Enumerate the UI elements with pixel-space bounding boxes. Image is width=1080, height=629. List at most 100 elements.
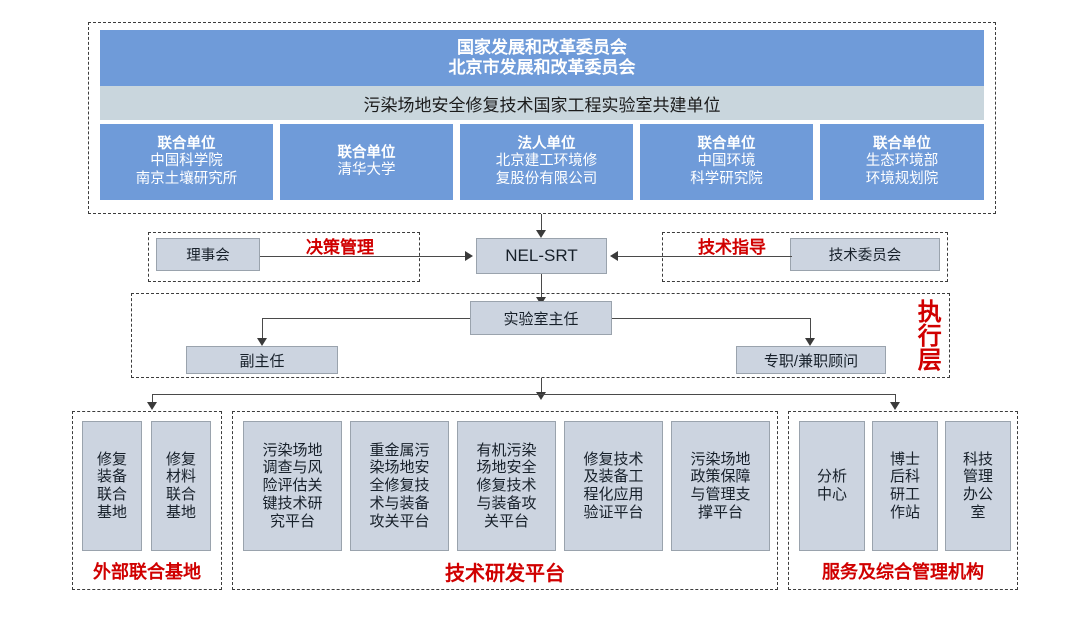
connector-council-to-nelsrt xyxy=(260,256,467,258)
external-base-item-0-line-3: 基地 xyxy=(96,503,127,521)
external-base-group xyxy=(72,411,222,590)
unit-box-0: 联合单位 中国科学院 南京土壤研究所 xyxy=(100,124,273,200)
joint-construction-band: 污染场地安全修复技术国家工程实验室共建单位 xyxy=(100,86,984,120)
rd-platform-item-4-line-1: 政策保障 xyxy=(690,468,751,486)
top-level-group xyxy=(88,22,996,214)
director-split-bar xyxy=(262,318,470,320)
lab-director-box: 实验室主任 xyxy=(470,301,612,335)
unit-name-4-line-1: 生态环境部 xyxy=(865,153,939,170)
unit-role-0: 联合单位 xyxy=(157,136,216,153)
unit-role-2: 法人单位 xyxy=(517,136,576,153)
rd-platform-item-3-line-0: 修复技术 xyxy=(583,450,644,468)
executive-layer-label-text: 执行层 xyxy=(913,299,941,371)
rd-platform-item-4-line-2: 与管理支 xyxy=(690,486,751,503)
arrow-to-deputy xyxy=(257,338,267,346)
rd-platform-item-3-line-3: 验证平台 xyxy=(583,503,644,521)
rd-platform-item-1-line-2: 全修复技 xyxy=(369,477,430,495)
rd-platform-item-0-line-4: 究平台 xyxy=(269,512,315,530)
unit-role-4: 联合单位 xyxy=(873,136,931,153)
rd-platform-item-0: 污染场地 调查与风 险评估关 键技术研 究平台 xyxy=(243,421,342,551)
unit-name-3-line-1: 中国环境 xyxy=(697,153,756,170)
executive-layer-group xyxy=(131,293,950,378)
unit-name-2-line-2: 复股份有限公司 xyxy=(495,170,598,187)
rd-platform-item-3: 修复技术 及装备工 程化应用 验证平台 xyxy=(564,421,663,551)
connector-topgroup-to-nelsrt xyxy=(541,214,543,231)
unit-name-2-line-1: 北京建工环境修 xyxy=(495,153,598,170)
director-split-bar-right xyxy=(612,318,811,320)
external-base-item-0-line-0: 修复 xyxy=(96,450,127,468)
deputy-director-label: 副主任 xyxy=(239,352,285,370)
rd-platform-item-4-line-3: 撑平台 xyxy=(697,503,743,521)
external-base-item-1-line-1: 材料 xyxy=(165,468,196,486)
unit-name-4-line-2: 环境规划院 xyxy=(865,170,939,187)
advisor-label: 专职/兼职顾问 xyxy=(763,352,859,370)
unit-box-1: 联合单位 清华大学 xyxy=(280,124,453,200)
bottom-fanout-right xyxy=(895,394,897,405)
nel-srt-label: NEL-SRT xyxy=(505,246,578,265)
arrow-council-to-nelsrt xyxy=(465,251,473,261)
technical-committee-label: 技术委员会 xyxy=(828,248,902,264)
service-mgmt-item-0-line-0: 分析 xyxy=(816,468,847,486)
external-base-item-0-line-1: 装备 xyxy=(96,468,127,486)
service-mgmt-item-1-line-0: 博士 xyxy=(889,450,920,468)
external-base-item-0-line-2: 联合 xyxy=(96,486,127,503)
decision-management-label: 决策管理 xyxy=(306,237,374,257)
rd-platform-item-2-line-3: 与装备攻 xyxy=(476,494,537,512)
connector-techcommittee-to-nelsrt xyxy=(618,256,792,258)
rd-platform-item-1-line-0: 重金属污 xyxy=(369,441,430,459)
unit-box-4: 联合单位 生态环境部 环境规划院 xyxy=(820,124,984,200)
rd-platform-item-3-line-1: 及装备工 xyxy=(583,468,644,486)
unit-name-0-line-1: 中国科学院 xyxy=(150,153,223,170)
service-mgmt-item-1-line-3: 作站 xyxy=(889,503,920,521)
arrow-to-service-mgmt xyxy=(890,402,900,410)
council-box-label: 理事会 xyxy=(186,248,230,264)
rd-platform-item-2-line-2: 修复技术 xyxy=(476,477,537,495)
rd-platform-item-0-line-0: 污染场地 xyxy=(262,441,323,459)
rd-platform-item-4-line-0: 污染场地 xyxy=(690,450,751,468)
service-mgmt-item-1-line-1: 后科 xyxy=(889,468,920,486)
rd-platform-item-2-line-1: 场地安全 xyxy=(476,459,537,477)
bottom-fanout-bar xyxy=(152,394,896,396)
unit-role-3: 联合单位 xyxy=(697,136,756,153)
connector-executive-down xyxy=(541,378,543,394)
external-base-item-0: 修复 装备 联合 基地 xyxy=(82,421,142,551)
technical-guidance-label: 技术指导 xyxy=(698,237,766,257)
bottom-fanout-left xyxy=(152,394,154,405)
arrow-to-external-base xyxy=(147,402,157,410)
unit-role-1: 联合单位 xyxy=(337,144,396,161)
unit-box-3: 联合单位 中国环境 科学研究院 xyxy=(640,124,813,200)
rd-platform-item-0-line-2: 险评估关 xyxy=(262,477,323,495)
unit-box-2: 法人单位 北京建工环境修 复股份有限公司 xyxy=(460,124,633,200)
nel-srt-box: NEL-SRT xyxy=(476,238,607,274)
rd-platform-item-1-line-4: 攻关平台 xyxy=(369,512,430,530)
service-mgmt-label: 服务及综合管理机构 xyxy=(822,562,984,582)
unit-name-3-line-2: 科学研究院 xyxy=(690,170,763,187)
connector-nelsrt-to-director xyxy=(541,274,543,300)
external-base-label: 外部联合基地 xyxy=(93,562,201,582)
rd-platform-item-1-line-3: 术与装备 xyxy=(369,494,430,512)
unit-name-1-line-1: 清华大学 xyxy=(337,162,396,178)
director-branch-right xyxy=(810,318,812,340)
rd-platform-item-0-line-1: 调查与风 xyxy=(262,459,323,477)
ministry-header-box: 国家发展和改革委员会 北京市发展和改革委员会 xyxy=(100,30,984,86)
service-mgmt-item-2: 科技 管理 办公 室 xyxy=(945,421,1011,551)
rd-platform-item-1-line-1: 染场地安 xyxy=(369,459,430,477)
rd-platform-item-2-line-4: 关平台 xyxy=(483,512,529,530)
service-mgmt-item-1-line-2: 研工 xyxy=(889,486,920,503)
rd-platform-item-2: 有机污染 场地安全 修复技术 与装备攻 关平台 xyxy=(457,421,556,551)
director-branch-left xyxy=(262,318,264,340)
service-mgmt-item-1: 博士 后科 研工 作站 xyxy=(872,421,938,551)
arrow-techcommittee-to-nelsrt xyxy=(610,251,618,261)
council-box: 理事会 xyxy=(156,238,260,271)
ministry-line-2: 北京市发展和改革委员会 xyxy=(448,58,636,77)
deputy-director-box: 副主任 xyxy=(186,346,338,374)
service-mgmt-item-2-line-3: 室 xyxy=(970,503,986,521)
rd-platform-item-3-line-2: 程化应用 xyxy=(583,486,644,503)
external-base-item-1-line-0: 修复 xyxy=(165,450,196,468)
external-base-item-1-line-3: 基地 xyxy=(165,503,196,521)
arrow-executive-to-rd xyxy=(536,392,546,400)
rd-platform-group xyxy=(232,411,778,590)
executive-layer-label: 执行层 xyxy=(908,296,944,374)
service-mgmt-item-0: 分析 中心 xyxy=(799,421,865,551)
